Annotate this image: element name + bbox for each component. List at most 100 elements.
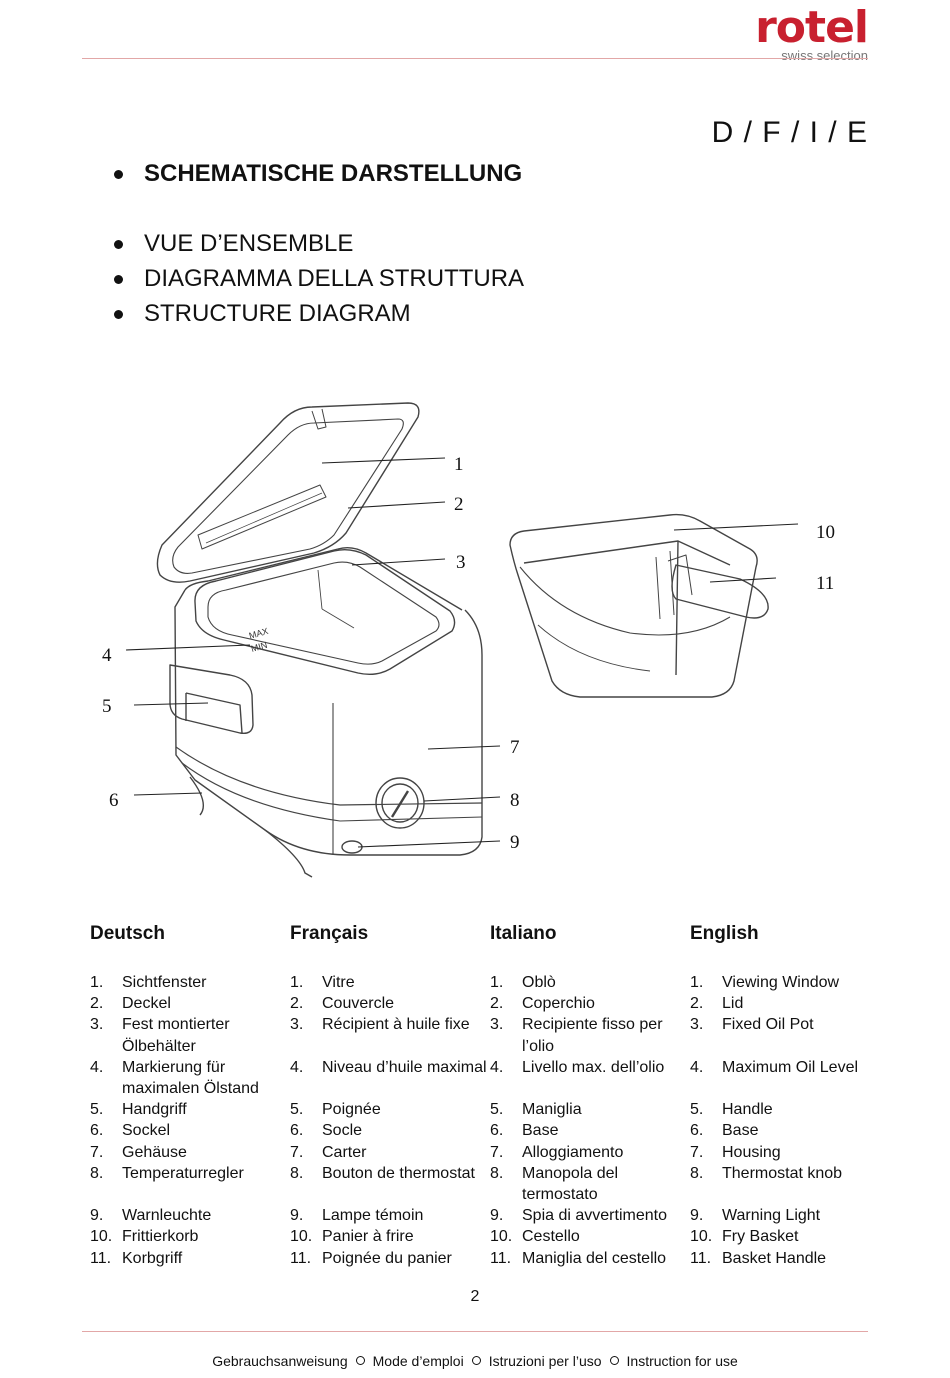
heading-main: SCHEMATISCHE DARSTELLUNG [110,156,524,191]
item-label: Oblò [522,974,556,991]
item-label: Lampe témoin [322,1207,424,1225]
list-item: 5.Poignée [290,1099,490,1120]
item-number: 1. [90,974,104,991]
item-number: 6. [490,1122,504,1140]
list-item: 4.Niveau d’huile maximal [290,1057,490,1099]
item-number: 6. [290,1122,304,1140]
item-label: Carter [322,1143,367,1161]
item-number: 5. [490,1101,504,1119]
item-number: 11. [290,1249,312,1267]
fry-basket [509,513,758,698]
leader-9 [357,840,501,848]
separator-icon [609,1356,619,1365]
callout-2: 2 [454,494,464,515]
leader-7 [427,745,501,750]
item-label: Manopola del termostato [522,1164,619,1204]
item-number: 5. [290,1101,304,1119]
item-number: 10. [490,1228,513,1246]
separator-icon [471,1356,481,1365]
fryer-housing [174,589,483,856]
list-item: 9. Lampe témoin [290,1205,490,1226]
item-number: 7. [90,1143,104,1161]
separator-icon [355,1356,365,1365]
item-label: Sockel [122,1122,171,1140]
item-label: Niveau d’huile maximal [322,1058,487,1076]
list-item: 1.Sichtfenster [90,972,290,993]
leader-3 [351,558,446,566]
list-item: 9.Spia di avvertimento [490,1205,690,1226]
column-title-italiano: Italiano [490,923,557,944]
item-label: Maniglia [522,1101,582,1119]
list-item: 3.Recipiente fisso per l’olio [490,1014,690,1056]
callout-3: 3 [456,552,466,573]
leader-1 [321,457,446,464]
item-label: Poignée du panier [322,1249,452,1267]
page-number: 2 [470,1288,480,1305]
oil-pot-rim [194,548,456,676]
list-item: 1.Viewing Window [690,972,890,993]
list-item: 8. Manopola del termostato [490,1163,690,1205]
list-item: 7.Housing [690,1142,890,1163]
item-number: 2. [90,995,104,1013]
item-label: Korbgriff [122,1249,183,1267]
callout-9: 9 [510,832,520,853]
item-number: 3. [290,1016,304,1034]
item-label: Base [722,1122,759,1140]
callout-7: 7 [510,737,520,758]
item-number: 11. [690,1249,712,1267]
item-label: Frittierkorb [122,1228,199,1246]
item-label: Maximum Oil Level [722,1058,859,1076]
item-label: Couvercle [322,995,395,1013]
item-number: 8. [290,1164,304,1182]
item-number: 8. [690,1164,704,1182]
item-number: 2. [690,995,704,1013]
leader-8 [423,796,501,802]
thermostat-knob [375,777,425,829]
item-number: 1. [490,974,504,991]
leader-11 [709,577,777,583]
basket-handle [671,564,769,619]
brand-tagline: swiss selection [781,48,868,63]
item-label: Lid [722,995,744,1013]
header-divider [82,58,868,59]
item-label: Bouton de thermostat [322,1164,475,1182]
list-item: 6.Base [690,1120,890,1141]
item-number: 9. [290,1207,304,1225]
list-item: 11. Poignée du panier [290,1248,490,1269]
list-item: 11.Korbgriff [90,1248,290,1269]
language-codes: D / F / I / E [711,116,868,149]
list-item: 11.Basket Handle [690,1248,890,1269]
structure-diagram: MAX MIN 1 2 3 4 5 6 7 8 9 10 11 [102,402,835,878]
list-item: 3.Récipient à huile fixe [290,1014,490,1056]
item-label: Fest montierter Ölbehälter [122,1016,230,1055]
item-number: 4. [690,1058,704,1076]
item-number: 3. [490,1016,504,1034]
item-number: 8. [490,1164,504,1182]
item-label: Livello max. dell’olio [522,1058,665,1076]
item-number: 7. [490,1143,504,1161]
item-label: Markierung für maximalen Ölstand [122,1058,259,1098]
item-label: Gehäuse [122,1143,187,1161]
brand-name: rotel [755,2,869,53]
item-number: 2. [490,995,504,1013]
item-number: 6. [90,1122,104,1140]
callout-5: 5 [102,696,112,717]
item-number: 10. [90,1228,113,1246]
list-item: 8.Temperaturregler [90,1163,290,1205]
heading-fr: VUE D’ENSEMBLE [110,226,524,261]
list-item: 10.Cestello [490,1226,690,1247]
list-item: 11.Maniglia del cestello [490,1248,690,1269]
item-number: 9. [490,1207,504,1225]
list-item: 5. Maniglia [490,1099,690,1120]
item-label: Panier à frire [322,1228,414,1246]
item-label: Vitre [322,974,355,991]
list-item: 8. Bouton de thermostat [290,1163,490,1205]
callout-8: 8 [510,790,520,811]
list-item: 10.Fry Basket [690,1226,890,1247]
item-number: 10. [690,1228,713,1246]
